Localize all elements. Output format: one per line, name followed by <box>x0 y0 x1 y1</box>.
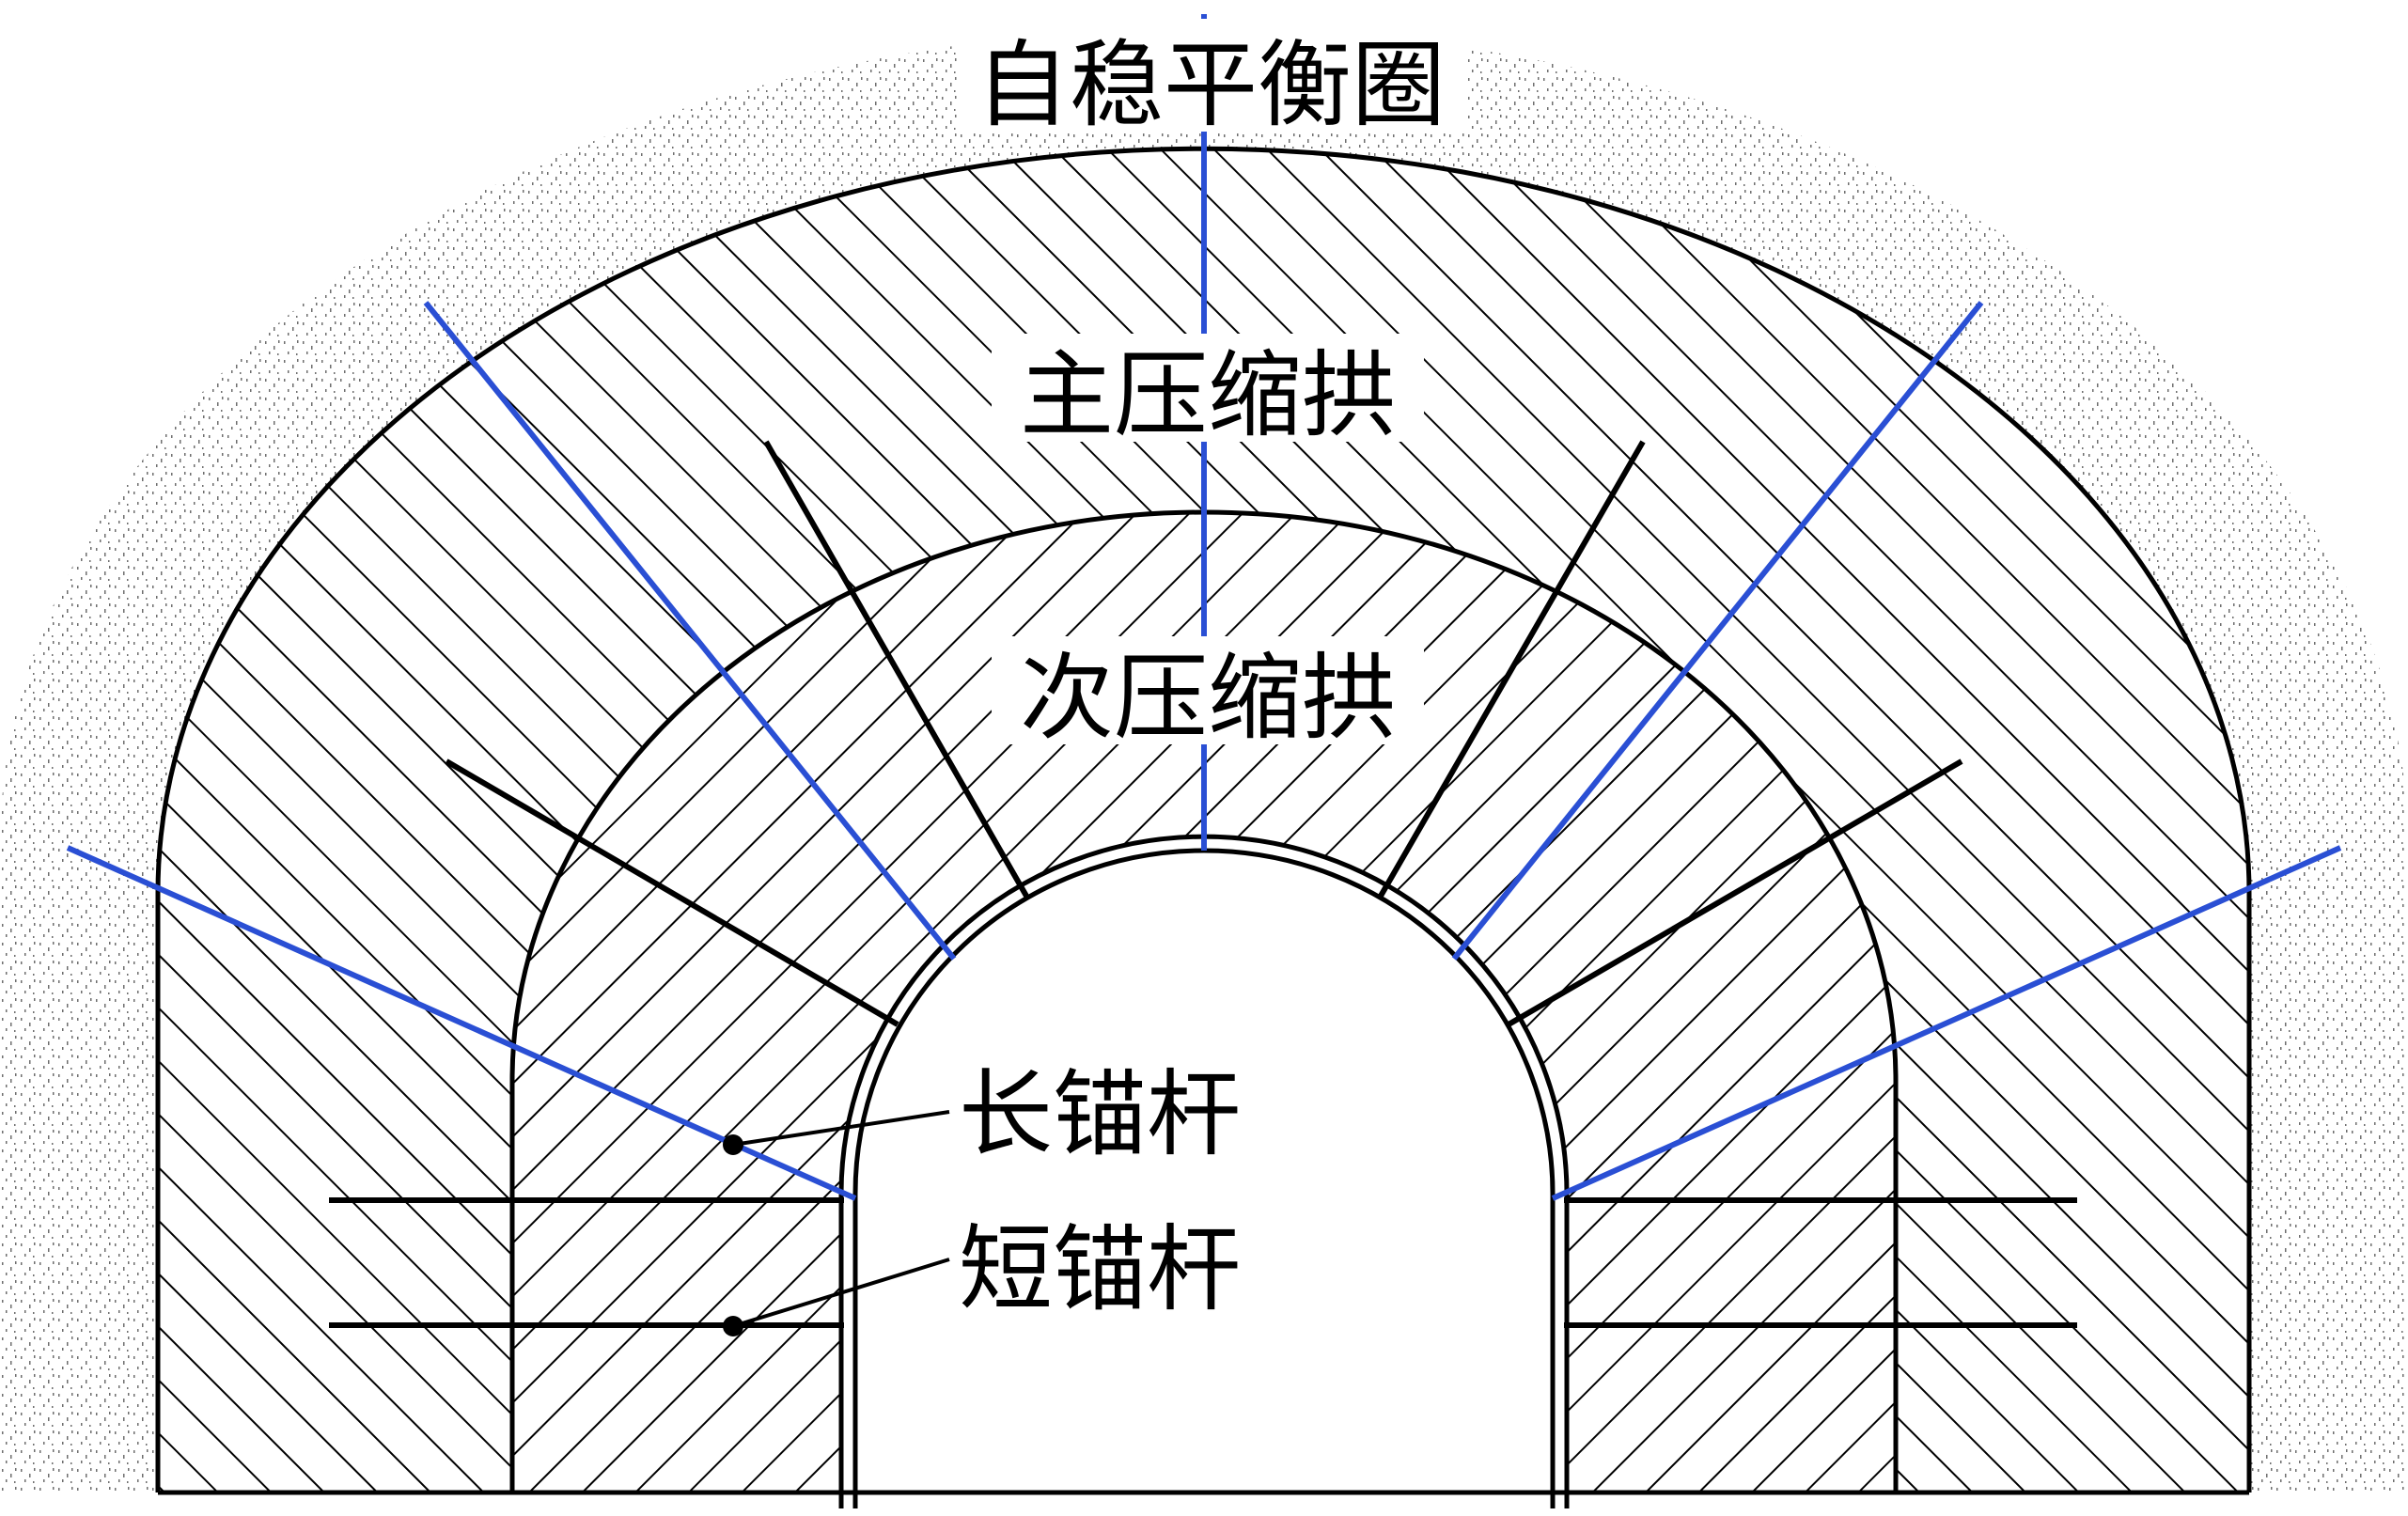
labels: 自稳平衡圈 主压缩拱 次压缩拱 长锚杆 短锚杆 <box>954 19 1464 1324</box>
lower-wall-hatching-left <box>158 1198 512 1493</box>
short-anchor-right-diag-1 <box>1377 440 1646 899</box>
label-self-stable-circle: 自稳平衡圈 <box>976 30 1446 140</box>
callout-leaders <box>723 1110 950 1336</box>
short-anchor-right-diag-2 <box>1507 758 1963 1027</box>
short-anchor-left-diag-2 <box>763 440 1030 899</box>
short-anchor-leader <box>732 1258 950 1328</box>
short-anchors <box>329 440 2077 1328</box>
lower-wall-hatching-right <box>1896 1198 2249 1493</box>
long-anchor-leader <box>732 1110 950 1147</box>
long-anchor-left-1 <box>423 301 957 961</box>
long-anchor-marker <box>723 1134 743 1155</box>
label-primary-arch: 主压缩拱 <box>1020 340 1396 450</box>
short-anchor-left-diag-1 <box>445 758 899 1027</box>
short-anchor-marker <box>723 1316 743 1336</box>
label-long-anchor: 长锚杆 <box>959 1059 1241 1169</box>
label-secondary-arch: 次压缩拱 <box>1020 643 1396 753</box>
long-anchor-right-1 <box>1451 301 1984 961</box>
label-short-anchor: 短锚杆 <box>959 1214 1241 1324</box>
long-anchor-right-2 <box>1551 845 2342 1201</box>
tunnel-opening <box>838 834 1570 1508</box>
